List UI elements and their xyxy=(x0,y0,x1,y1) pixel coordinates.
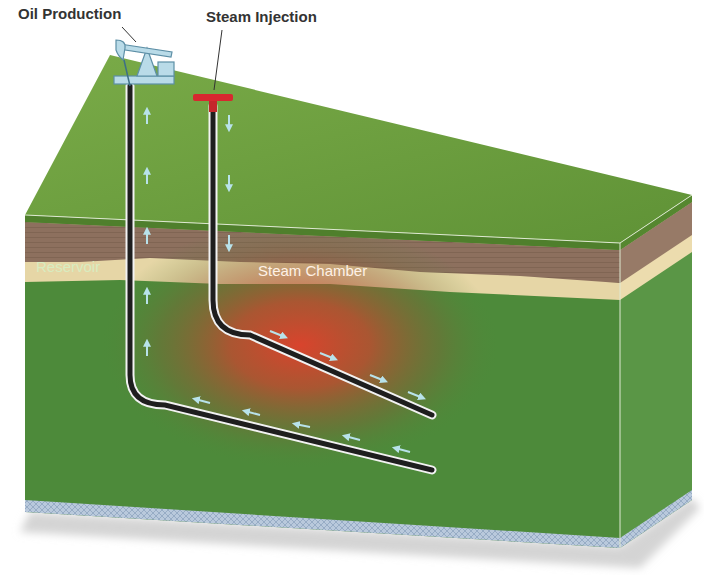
flow-arrow xyxy=(146,170,148,184)
leader-line xyxy=(122,27,136,42)
pump-base xyxy=(114,76,174,84)
production-well xyxy=(130,86,432,470)
flow-arrow xyxy=(245,411,260,415)
label-text: Steam Chamber xyxy=(258,262,367,280)
injection-well-casing xyxy=(213,106,432,415)
flow-arrow xyxy=(146,110,148,124)
ground-surface xyxy=(25,55,692,243)
side-bedrock-layer xyxy=(620,490,692,548)
flow-arrow xyxy=(295,424,310,427)
injection-well xyxy=(213,106,432,415)
flow-arrow xyxy=(270,331,285,337)
flow-arrow xyxy=(228,235,230,249)
flow-arrow xyxy=(146,342,148,356)
steam-chamber-glow xyxy=(25,200,625,550)
flow-arrow xyxy=(228,175,230,189)
flow-arrow xyxy=(146,290,148,304)
pump-motor xyxy=(158,62,174,76)
flow-arrow xyxy=(320,353,335,359)
pump-head xyxy=(116,40,125,60)
wellhead-valve xyxy=(193,94,233,101)
leader-line xyxy=(214,30,222,90)
flow-arrow xyxy=(228,115,230,129)
flow-arrow xyxy=(408,392,423,398)
label-text: Reservoir xyxy=(36,258,100,276)
block-edge xyxy=(620,243,621,548)
flow-arrow xyxy=(370,375,385,381)
flow-arrow xyxy=(195,399,210,403)
flow-arrow xyxy=(345,436,360,440)
block-edge xyxy=(25,195,692,243)
pump-beam xyxy=(119,44,172,57)
label-text: Oil Production xyxy=(18,5,121,23)
polish-rod xyxy=(124,60,130,86)
flow-arrow xyxy=(395,448,410,452)
flow-arrow xyxy=(146,230,148,244)
production-well-casing xyxy=(130,86,432,470)
side-face xyxy=(620,195,692,548)
label-text: Steam Injection xyxy=(206,8,317,26)
